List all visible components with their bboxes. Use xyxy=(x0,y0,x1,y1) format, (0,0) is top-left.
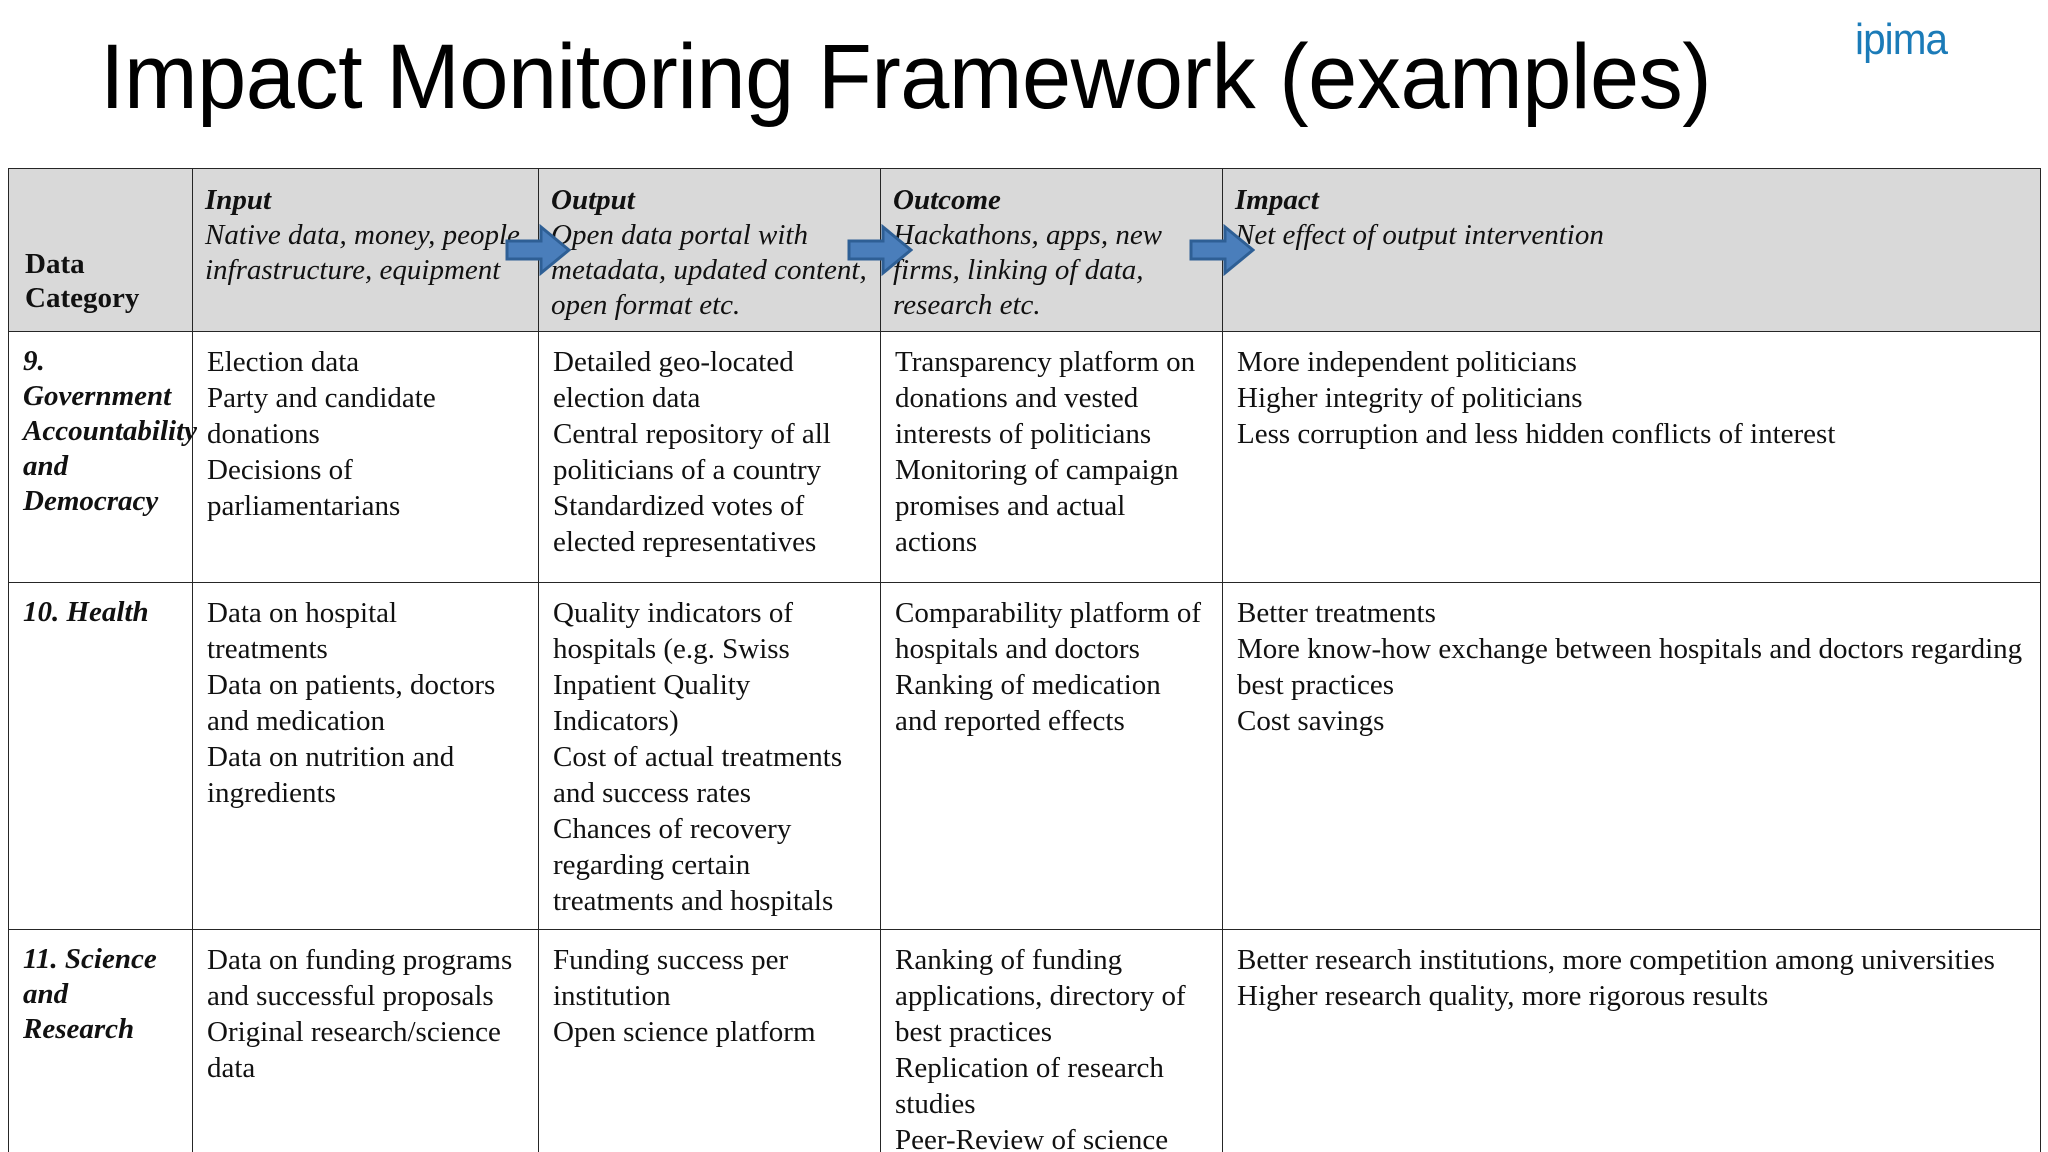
cell-line: Open science platform xyxy=(553,1016,816,1048)
cell-line: Funding success per institution xyxy=(553,944,789,1012)
cell-line: Data on hospital treatments xyxy=(207,597,398,665)
cell-line: Ranking of medication and reported effec… xyxy=(895,669,1161,737)
row-input-list: Data on funding programs and successful … xyxy=(193,930,538,1096)
cell-line: Monitoring of campaign promises and actu… xyxy=(895,454,1179,558)
cell-line: Data on funding programs and successful … xyxy=(207,944,513,1012)
cell-line: Transparency platform on donations and v… xyxy=(895,346,1196,450)
header-input-content: Input Native data, money, people, infras… xyxy=(193,169,538,296)
row-outcome-list: Comparability platform of hospitals and … xyxy=(881,583,1222,749)
cell-line: Chances of recovery regarding certain tr… xyxy=(553,813,834,917)
row-outcome-cell: Transparency platform on donations and v… xyxy=(880,331,1223,583)
row-output-list: Quality indicators of hospitals (e.g. Sw… xyxy=(539,583,880,929)
header-outcome-name: Outcome xyxy=(893,184,1001,216)
cell-line: Quality indicators of hospitals (e.g. Sw… xyxy=(553,597,794,737)
cell-line: Ranking of funding applications, directo… xyxy=(895,944,1186,1048)
cell-line: More know-how exchange between hospitals… xyxy=(1237,633,2023,701)
header-cell-input: Input Native data, money, people, infras… xyxy=(192,168,571,332)
header-cell-output: Output Open data portal with metadata, u… xyxy=(538,168,913,332)
cell-line: Cost of actual treatments and success ra… xyxy=(553,741,843,809)
row-category-name: 9. Government Accountability and Democra… xyxy=(23,345,197,517)
row-category-name: 11. Science and Research xyxy=(23,943,157,1045)
header-cell-outcome: Outcome Hackathons, apps, new firms, lin… xyxy=(880,168,1255,332)
cell-line: Election data xyxy=(207,346,360,378)
header-impact-description: Net effect of output intervention xyxy=(1235,219,1604,251)
cell-line: Decisions of parliamentarians xyxy=(207,454,401,522)
row-outcome-cell: Comparability platform of hospitals and … xyxy=(880,582,1223,930)
cell-line: Peer-Review of science data xyxy=(895,1124,1169,1152)
cell-line: Cost savings xyxy=(1237,705,1385,737)
cell-line: Standardized votes of elected representa… xyxy=(553,490,817,558)
header-input-name: Input xyxy=(205,184,272,216)
row-category-name: 10. Health xyxy=(23,596,149,628)
row-impact-cell: Better research institutions, more compe… xyxy=(1222,929,2041,1152)
impact-monitoring-table: Data Category Input Native data, money, … xyxy=(8,168,2041,1152)
header-outcome-content: Outcome Hackathons, apps, new firms, lin… xyxy=(881,169,1222,331)
cell-line: More independent politicians xyxy=(1237,346,1577,378)
row-outcome-list: Transparency platform on donations and v… xyxy=(881,332,1222,570)
cell-line: Higher research quality, more rigorous r… xyxy=(1237,980,1769,1012)
table-header-row: Data Category Input Native data, money, … xyxy=(8,168,2041,332)
header-output-description: Open data portal with metadata, updated … xyxy=(551,219,867,321)
row-input-cell: Data on funding programs and successful … xyxy=(192,929,539,1152)
row-output-cell: Quality indicators of hospitals (e.g. Sw… xyxy=(538,582,881,930)
impact-monitoring-table-wrapper: Data Category Input Native data, money, … xyxy=(8,168,2041,1152)
cell-line: Data on patients, doctors and medication xyxy=(207,669,496,737)
page-title: Impact Monitoring Framework (examples) xyxy=(100,26,1712,128)
cell-line: Higher integrity of politicians xyxy=(1237,382,1583,414)
table-row: 9. Government Accountability and Democra… xyxy=(8,331,2041,583)
row-impact-list: Better research institutions, more compe… xyxy=(1223,930,2040,1024)
cell-line: Party and candidate donations xyxy=(207,382,436,450)
cell-line: Central repository of all politicians of… xyxy=(553,418,831,486)
row-outcome-list: Ranking of funding applications, directo… xyxy=(881,930,1222,1152)
cell-line: Replication of research studies xyxy=(895,1052,1164,1120)
cell-line: Less corruption and less hidden conflict… xyxy=(1237,418,1836,450)
cell-line: Better treatments xyxy=(1237,597,1436,629)
header-impact-content: Impact Net effect of output intervention xyxy=(1223,169,2040,261)
cell-line: Detailed geo-located election data xyxy=(553,346,794,414)
cell-line: Better research institutions, more compe… xyxy=(1237,944,1995,976)
cell-line: Original research/science data xyxy=(207,1016,501,1084)
header-impact-name: Impact xyxy=(1235,184,1319,216)
cell-line: Data on nutrition and ingredients xyxy=(207,741,455,809)
header-output-name: Output xyxy=(551,184,635,216)
row-category-cell: 9. Government Accountability and Democra… xyxy=(8,331,197,583)
header-cell-data-category: Data Category xyxy=(8,168,193,332)
header-input-description: Native data, money, people, infrastructu… xyxy=(205,219,528,286)
table-row: 11. Science and Research Data on funding… xyxy=(8,929,2041,1152)
row-outcome-cell: Ranking of funding applications, directo… xyxy=(880,929,1223,1152)
header-outcome-description: Hackathons, apps, new firms, linking of … xyxy=(893,219,1163,321)
ipima-logo: ipima xyxy=(1855,15,1948,64)
data-category-label: Data Category xyxy=(25,248,140,314)
row-category-cell: 11. Science and Research xyxy=(8,929,193,1152)
row-category-cell: 10. Health xyxy=(8,582,193,930)
header-cell-impact: Impact Net effect of output intervention xyxy=(1222,168,2041,332)
header-output-content: Output Open data portal with metadata, u… xyxy=(539,169,880,331)
cell-line: Comparability platform of hospitals and … xyxy=(895,597,1202,665)
